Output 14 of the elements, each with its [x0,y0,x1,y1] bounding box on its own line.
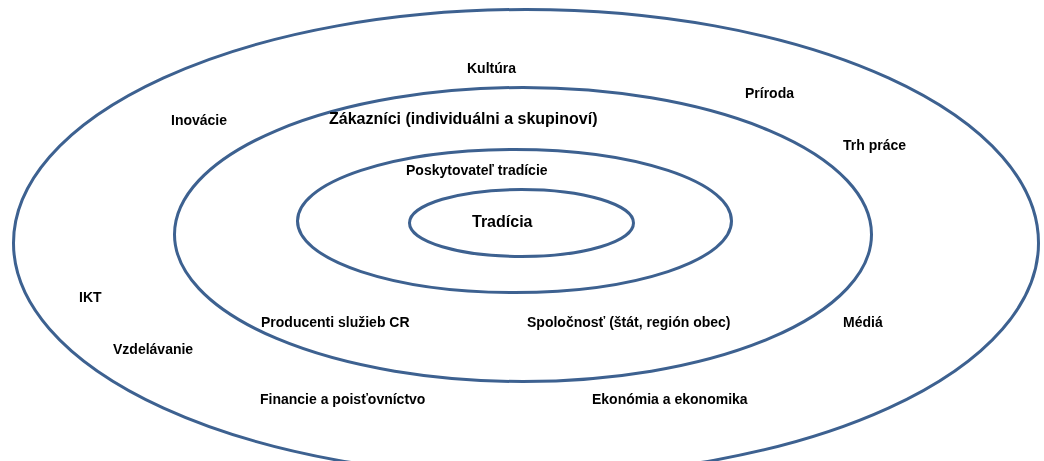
ring-label: Producenti služieb CR [261,313,410,331]
ring-label: Trh práce [843,136,907,154]
ring-label: Ekonómia a ekonomika [592,390,748,408]
ring-label: Vzdelávanie [113,340,194,358]
ring-label: Príroda [745,84,794,102]
ring-label: Inovácie [171,111,228,129]
ring-label: Financie a poisťovníctvo [260,390,426,408]
ring-label: Kultúra [467,59,516,77]
ring-label: Tradícia [472,212,533,232]
ring-label: Médiá [843,313,883,331]
ring-label: IKT [79,288,102,306]
ring-label: Zákazníci (individuálni a skupinoví) [329,109,598,129]
ring-label: Poskytovateľ tradície [406,161,548,179]
ring-label: Spoločnosť (štát, región obec) [527,313,731,331]
